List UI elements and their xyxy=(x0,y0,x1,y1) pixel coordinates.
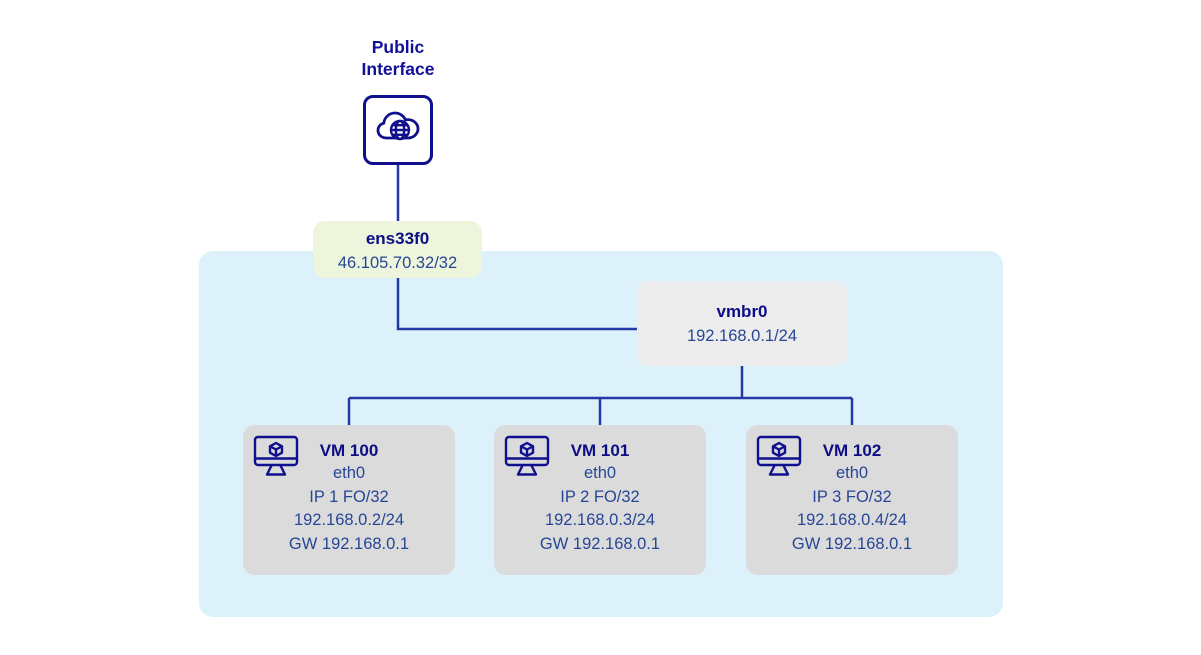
vm-title: VM 101 xyxy=(570,441,630,460)
ens33f0-name: ens33f0 xyxy=(365,229,430,248)
vm-gateway: GW 192.168.0.1 xyxy=(288,534,410,553)
public-interface-label: Public Interface xyxy=(361,37,435,79)
vm-ip: 192.168.0.4/24 xyxy=(796,511,908,529)
vm-failover-ip: IP 2 FO/32 xyxy=(560,487,640,506)
vmbr0-node: vmbr0 192.168.0.1/24 xyxy=(637,281,847,366)
vm-failover-ip: IP 1 FO/32 xyxy=(309,487,389,506)
vm-nic: eth0 xyxy=(332,464,366,482)
vmbr0-ip: 192.168.0.1/24 xyxy=(686,327,798,345)
public-interface-node xyxy=(363,95,433,165)
ens33f0-node: ens33f0 46.105.70.32/32 xyxy=(313,221,482,278)
cloud-globe-icon xyxy=(376,109,420,152)
vmbr0-name: vmbr0 xyxy=(716,302,768,321)
vm-102-card: VM 102 eth0 IP 3 FO/32 192.168.0.4/24 GW… xyxy=(746,425,958,575)
monitor-cube-icon xyxy=(504,435,550,482)
ens33f0-ip: 46.105.70.32/32 xyxy=(337,254,458,272)
monitor-cube-icon xyxy=(756,435,802,482)
vm-title: VM 100 xyxy=(319,441,379,460)
vm-title: VM 102 xyxy=(822,441,882,460)
vm-ip: 192.168.0.2/24 xyxy=(293,511,405,529)
vm-nic: eth0 xyxy=(583,464,617,482)
vm-gateway: GW 192.168.0.1 xyxy=(539,534,661,553)
vm-failover-ip: IP 3 FO/32 xyxy=(812,487,892,506)
vm-101-card: VM 101 eth0 IP 2 FO/32 192.168.0.3/24 GW… xyxy=(494,425,706,575)
vm-gateway: GW 192.168.0.1 xyxy=(791,534,913,553)
vm-ip: 192.168.0.3/24 xyxy=(544,511,656,529)
vm-100-card: VM 100 eth0 IP 1 FO/32 192.168.0.2/24 GW… xyxy=(243,425,455,575)
monitor-cube-icon xyxy=(253,435,299,482)
vm-nic: eth0 xyxy=(835,464,869,482)
